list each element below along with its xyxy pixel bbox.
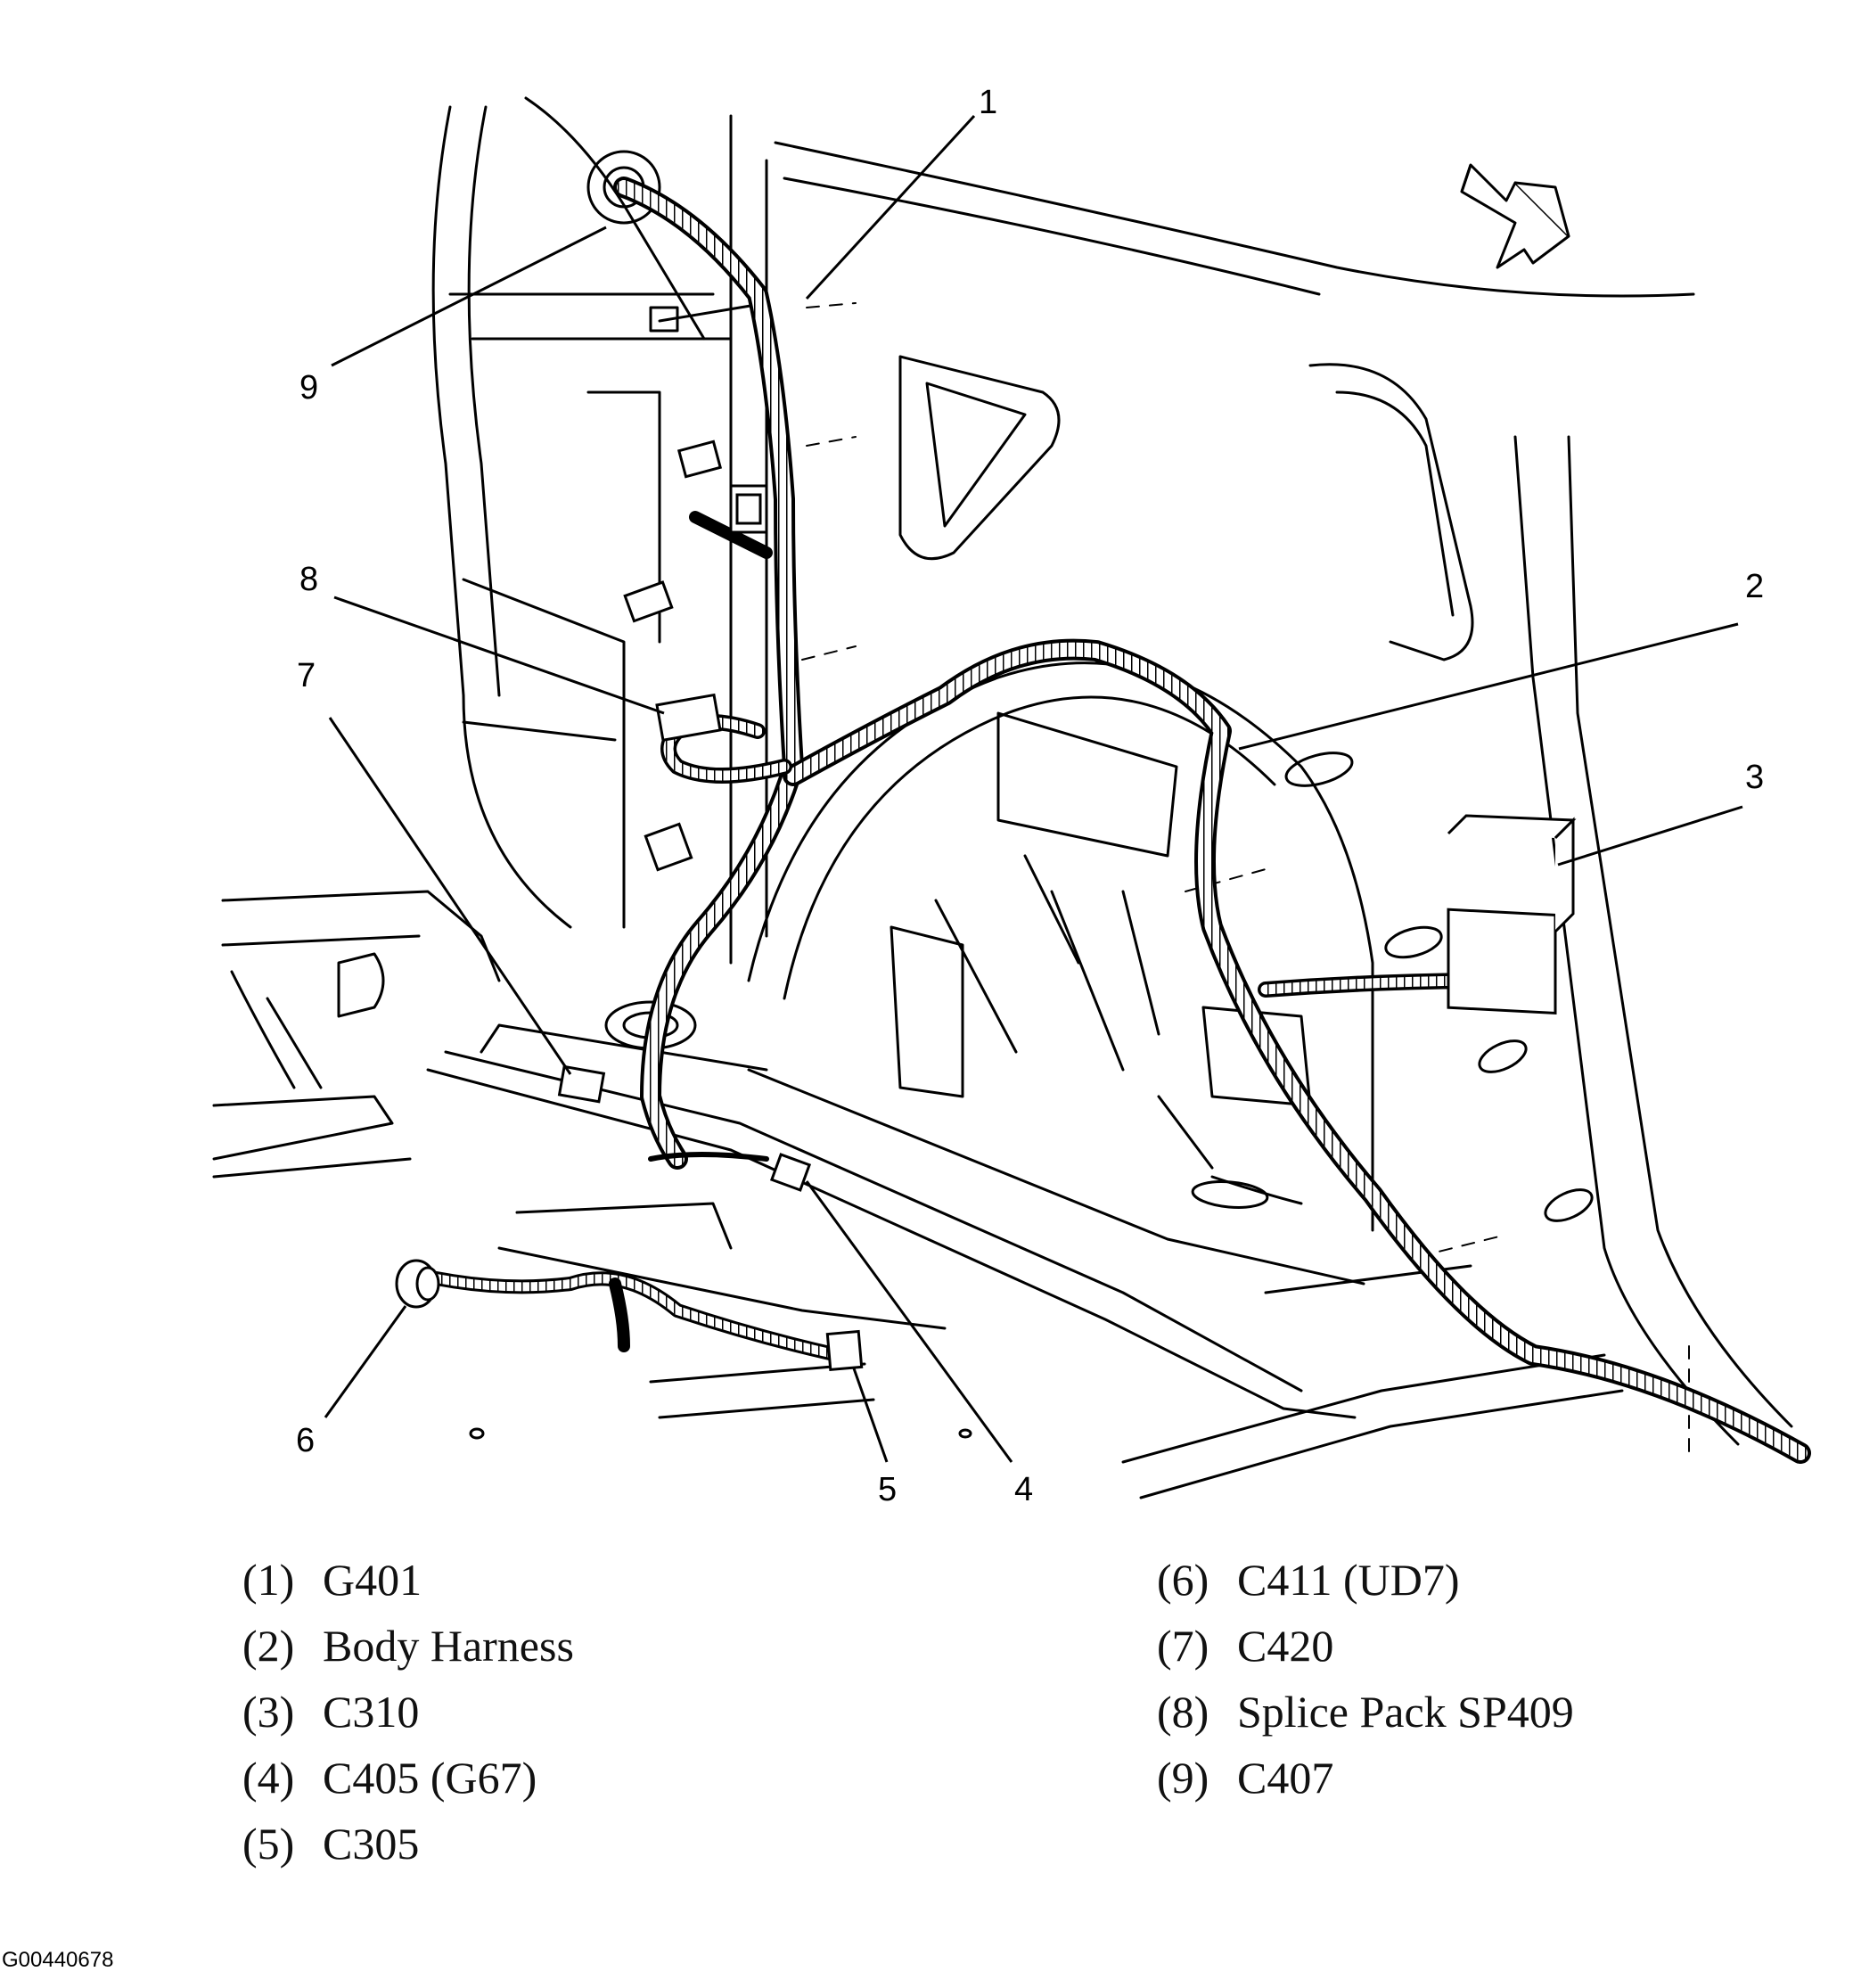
legend-label: C407: [1237, 1753, 1334, 1803]
callout-3: 3: [1745, 759, 1764, 796]
misc-connectors: [623, 439, 723, 872]
callout-4: 4: [1014, 1471, 1033, 1508]
legend-num: (3): [242, 1687, 295, 1737]
legend-label: C411 (UD7): [1237, 1555, 1460, 1605]
callout-5: 5: [878, 1471, 897, 1508]
figure-id: G00440678: [2, 1948, 114, 1972]
c411-connector: [395, 1259, 440, 1309]
legend-item-5: (5) C305: [242, 1811, 574, 1877]
legend-num: (1): [242, 1555, 295, 1605]
leader-6: [324, 1305, 407, 1418]
callout-6: 6: [296, 1422, 315, 1459]
legend-label: C305: [323, 1819, 420, 1869]
callout-7: 7: [297, 657, 316, 694]
leader-5: [852, 1368, 889, 1463]
leader-1: [805, 114, 976, 300]
vehicle-body-structure: [212, 96, 1793, 1499]
splice-pack-sp409: [655, 693, 722, 742]
callout-9: 9: [299, 369, 318, 407]
legend-label: C310: [323, 1687, 420, 1737]
legend-item-6: (6) C411 (UD7): [1157, 1547, 1574, 1613]
callout-numbers: 1 2 3 4 5 6 7 8 9: [296, 84, 1764, 1508]
callout-8: 8: [299, 561, 318, 598]
legend-num: (2): [242, 1621, 295, 1671]
legend-label: G401: [323, 1555, 422, 1605]
callout-1: 1: [979, 84, 997, 121]
legend-item-2: (2) Body Harness: [242, 1613, 574, 1679]
legend-label: Body Harness: [323, 1621, 574, 1671]
c420-connector: [557, 1064, 606, 1104]
legend-item-4: (4) C405 (G67): [242, 1745, 574, 1811]
wiring-harness-diagram: 1 2 3 4 5 6 7 8 9: [212, 84, 1811, 1508]
legend-num: (6): [1157, 1555, 1209, 1605]
callout-2: 2: [1745, 568, 1764, 605]
c310-connector: [1447, 814, 1577, 1015]
legend-item-8: (8) Splice Pack SP409: [1157, 1679, 1574, 1745]
legend-num: (9): [1157, 1753, 1209, 1803]
c405-connector: [769, 1153, 812, 1192]
leader-8: [333, 596, 665, 715]
legend-right-column: (6) C411 (UD7) (7) C420 (8) Splice Pack SP4…: [1157, 1547, 1574, 1811]
callout-leader-lines: [324, 114, 1743, 1463]
leader-9: [331, 226, 607, 367]
legend-item-7: (7) C420: [1157, 1613, 1574, 1679]
leader-4: [805, 1180, 1013, 1463]
legend-num: (8): [1157, 1687, 1209, 1737]
legend-left-column: (1) G401 (2) Body Harness (3) C310 (4) C405 …: [242, 1547, 574, 1877]
leader-7: [328, 717, 572, 1075]
leader-3: [1557, 805, 1743, 867]
leader-2: [1238, 622, 1739, 751]
legend-item-1: (1) G401: [242, 1547, 574, 1613]
connectors: [395, 439, 1577, 1372]
legend-num: (5): [242, 1819, 295, 1869]
legend-item-3: (3) C310: [242, 1679, 574, 1745]
front-direction-arrow: [1460, 163, 1570, 269]
legend-label: Splice Pack SP409: [1237, 1687, 1574, 1737]
legend-label: C405 (G67): [323, 1753, 537, 1803]
legend-item-9: (9) C407: [1157, 1745, 1574, 1811]
legend-num: (7): [1157, 1621, 1209, 1671]
c305-connector: [825, 1329, 864, 1372]
c407-connector: [729, 484, 768, 534]
legend-num: (4): [242, 1753, 295, 1803]
legend-label: C420: [1237, 1621, 1334, 1671]
